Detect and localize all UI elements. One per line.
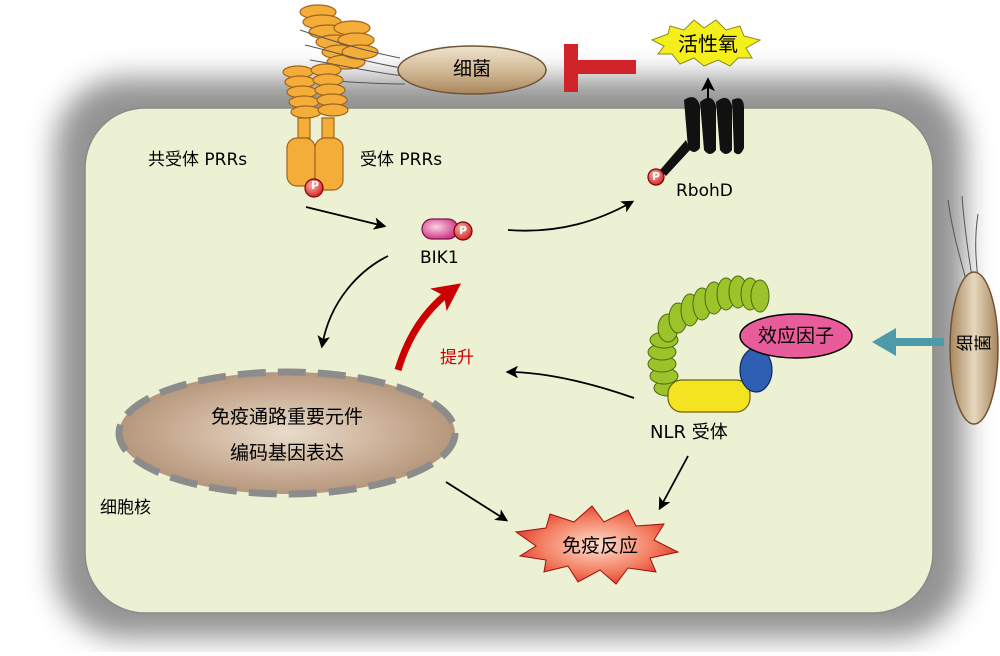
nucleus-gene-label-line1: 免疫通路重要元件 <box>210 406 363 428</box>
bik1-phospho-marker <box>453 221 473 241</box>
arrow-nucleus-to-immune <box>445 481 509 522</box>
nucleus-label: 细胞核 <box>100 498 151 518</box>
effector <box>739 313 853 359</box>
bacterium-right <box>949 271 999 425</box>
receptor-label: 受体 PRRs <box>360 150 443 170</box>
cell-cytoplasm <box>84 107 934 614</box>
arrow-nlr-to-nucleus <box>505 365 635 399</box>
prr-phospho-label: P <box>311 179 320 192</box>
bacterium-right-label: 细菌 <box>956 334 994 352</box>
immune-response-burst <box>514 505 680 585</box>
bacterium-top <box>397 45 547 95</box>
bik1-label: BIK1 <box>420 248 459 268</box>
co-receptor-label: 共受体 PRRs <box>148 150 248 170</box>
rbohd-phospho-label: P <box>651 170 661 183</box>
nlr-nb-domain <box>667 379 751 413</box>
enhance-label: 提升 <box>440 348 474 368</box>
arrow-bik1-to-nucleus <box>317 255 389 349</box>
rbohd-phospho-marker <box>647 168 665 186</box>
rbohd-channel <box>660 97 744 176</box>
arrow-prr-to-bik1 <box>305 206 387 230</box>
bacterium-top-label: 细菌 <box>452 58 491 80</box>
immune-response-label: 免疫反应 <box>561 535 638 557</box>
effector-label: 效应因子 <box>757 325 834 347</box>
ros-burst <box>650 19 762 67</box>
inhibition-symbol <box>564 44 636 92</box>
prr-receptor-complex <box>282 63 349 191</box>
enhance-arrow <box>394 283 462 372</box>
arrow-nlr-to-immune <box>658 455 689 511</box>
bik1-phospho-label: P <box>458 224 468 237</box>
bik1-protein <box>421 218 459 240</box>
nlr-receptor-label: NLR 受体 <box>650 422 728 443</box>
prr-phospho-marker <box>304 178 324 198</box>
flagella-threads <box>299 29 406 85</box>
ros-label: 活性氧 <box>678 32 738 56</box>
nucleus-gene-label-line2: 编码基因表达 <box>229 442 344 464</box>
nlr-lrr-domain <box>647 275 770 397</box>
rbohd-label: RbohD <box>676 181 733 201</box>
flagellin-chain <box>299 4 379 70</box>
effector-injection-arrow <box>872 328 944 356</box>
arrow-bik1-to-rbohd <box>507 200 635 232</box>
nucleus <box>115 368 459 498</box>
